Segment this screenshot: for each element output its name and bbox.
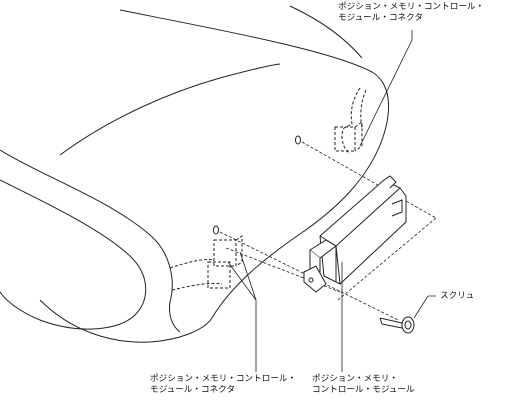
label-top-connector: ポジション・メモリ・コントロール・ モジュール・コネクタ: [338, 2, 484, 24]
label-screw-text: スクリュ: [440, 291, 475, 301]
label-top-connector-line2: モジュール・コネクタ: [338, 13, 423, 23]
screw-icon: [379, 316, 415, 334]
label-bottom-connector-line1: ポジション・メモリ・コントロール・: [150, 374, 297, 384]
mounting-holes: [213, 135, 301, 235]
label-screw: スクリュ: [440, 291, 474, 302]
label-module: ポジション・メモリ・ コントロール・モジュール: [312, 374, 415, 396]
label-bottom-connector-line2: モジュール・コネクタ: [150, 385, 235, 395]
upper-connector-dashed: [334, 87, 367, 155]
seat-cushion: [0, 5, 390, 343]
label-bottom-connector: ポジション・メモリ・コントロール・ モジュール・コネクタ: [150, 374, 296, 396]
label-module-line2: コントロール・モジュール: [312, 385, 415, 395]
label-module-line1: ポジション・メモリ・: [312, 374, 398, 384]
label-top-connector-line1: ポジション・メモリ・コントロール・: [338, 2, 485, 12]
leader-lines: [227, 30, 436, 372]
control-module: [303, 175, 407, 293]
lower-connector-dashed: [169, 235, 243, 291]
